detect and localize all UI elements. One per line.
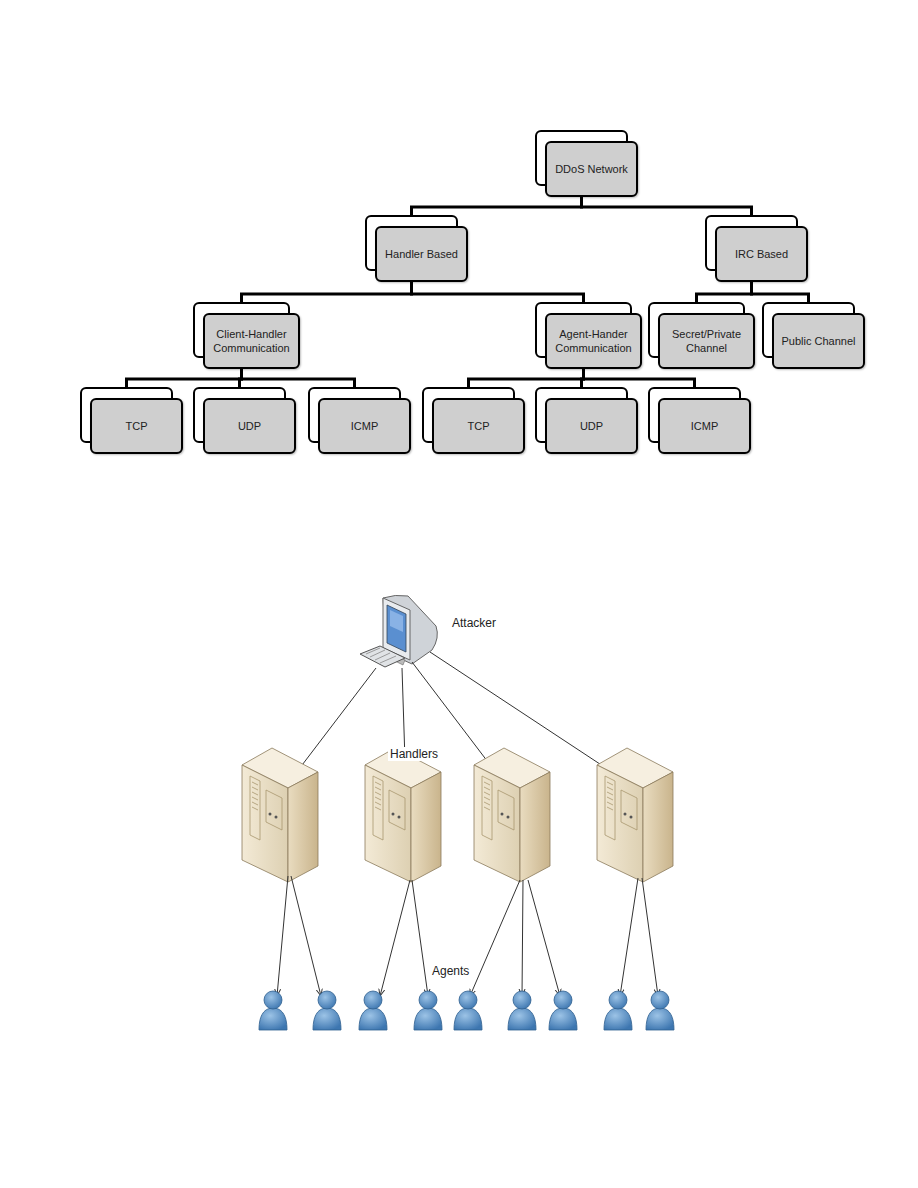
box-label: Handler Based <box>381 247 462 261</box>
handler-servers <box>242 748 673 882</box>
box-label: Secret/Private Channel <box>660 327 753 355</box>
box-face: ICMP <box>318 398 411 454</box>
category-box: UDP <box>193 387 296 454</box>
box-face: ICMP <box>658 398 751 454</box>
box-face: Handler Based <box>375 226 468 282</box>
control-arrows <box>277 876 658 996</box>
category-box: ICMP <box>648 387 751 454</box>
box-face: TCP <box>90 398 183 454</box>
box-label: TCP <box>122 419 152 433</box>
box-label: ICMP <box>347 419 383 433</box>
box-label: TCP <box>464 419 494 433</box>
tree-connector <box>127 369 242 387</box>
category-box: Secret/Private Channel <box>648 302 755 369</box>
diagram-label: Agents <box>430 964 471 978</box>
tree-connector <box>752 282 809 302</box>
box-label: Client-Handler Communication <box>205 327 298 355</box>
box-face: Client-Handler Communication <box>203 313 300 369</box>
category-box: Client-Handler Communication <box>193 302 300 369</box>
box-label: UDP <box>234 419 265 433</box>
tree-connector <box>242 369 355 387</box>
box-face: UDP <box>203 398 296 454</box>
category-box: DDoS Network <box>535 130 638 197</box>
box-label: IRC Based <box>731 247 792 261</box>
box-label: Agent-Hander Communication <box>547 327 640 355</box>
tree-connector <box>412 282 584 302</box>
category-box: ICMP <box>308 387 411 454</box>
category-box: TCP <box>80 387 183 454</box>
box-face: DDoS Network <box>545 141 638 197</box>
box-face: Agent-Hander Communication <box>545 313 642 369</box>
attacker-computer <box>360 595 437 667</box>
box-face: Public Channel <box>772 313 865 369</box>
box-label: ICMP <box>687 419 723 433</box>
tree-connector <box>242 282 412 302</box>
command-arrows <box>296 652 612 773</box>
tree-connector <box>412 197 582 215</box>
agent-people <box>259 991 674 1030</box>
category-box: UDP <box>535 387 638 454</box>
category-box: TCP <box>422 387 525 454</box>
category-box: IRC Based <box>705 215 808 282</box>
box-face: Secret/Private Channel <box>658 313 755 369</box>
category-box: Handler Based <box>365 215 468 282</box>
tree-connector <box>584 369 695 387</box>
tree-connector <box>582 197 752 215</box>
diagram-label: Handlers <box>388 747 440 761</box>
box-label: UDP <box>576 419 607 433</box>
box-face: TCP <box>432 398 525 454</box>
box-label: Public Channel <box>778 334 860 348</box>
box-face: IRC Based <box>715 226 808 282</box>
box-label: DDoS Network <box>551 162 632 176</box>
category-box: Agent-Hander Communication <box>535 302 642 369</box>
box-face: UDP <box>545 398 638 454</box>
tree-connector <box>469 369 584 387</box>
category-box: Public Channel <box>762 302 865 369</box>
diagram-label: Attacker <box>450 616 498 630</box>
tree-connector <box>697 282 752 302</box>
